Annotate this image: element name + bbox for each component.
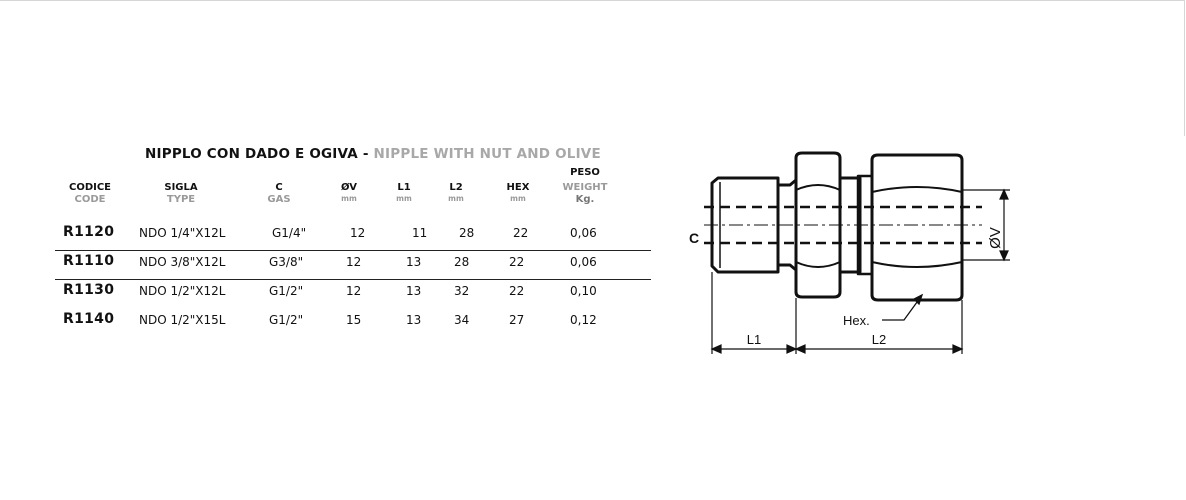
cell-c: G1/4": [272, 226, 307, 240]
nut-hex: [870, 153, 964, 302]
label-l1: L1: [747, 332, 761, 347]
cell-l2: 28: [459, 226, 475, 240]
cell-l2: 32: [454, 284, 470, 298]
cell-c: G1/2": [269, 284, 304, 298]
cell-ov: 15: [346, 313, 362, 327]
table-row: R1110 NDO 3/8"X12L G3/8" 12 13 28 22 0,0…: [55, 251, 651, 280]
row-divider: [55, 279, 651, 280]
cell-hex: 22: [513, 226, 529, 240]
table-row: R1130 NDO 1/2"X12L G1/2" 12 13 32 22 0,1…: [55, 280, 651, 309]
cell-weight: 0,12: [570, 313, 597, 327]
cell-code: R1140: [63, 311, 115, 327]
cell-type: NDO 3/8"X12L: [139, 255, 226, 269]
cell-code: R1120: [63, 224, 115, 240]
label-c: C: [689, 230, 699, 246]
nipple-body: [710, 176, 780, 274]
cell-weight: 0,06: [570, 226, 597, 240]
title-italian: NIPPLO CON DADO E OGIVA: [145, 146, 358, 162]
cell-hex: 22: [509, 255, 525, 269]
cell-type: NDO 1/2"X15L: [139, 313, 226, 327]
label-l2: L2: [872, 332, 886, 347]
cell-l1: 13: [406, 313, 422, 327]
cell-l2: 28: [454, 255, 470, 269]
cell-ov: 12: [346, 255, 362, 269]
cell-hex: 22: [509, 284, 525, 298]
title-english: NIPPLE WITH NUT AND OLIVE: [373, 146, 601, 162]
title-separator: -: [357, 146, 374, 162]
cell-code: R1110: [63, 253, 115, 269]
label-ov: ØV: [987, 227, 1004, 249]
cell-l1: 11: [412, 226, 428, 240]
table-row: R1120 NDO 1/4"X12L G1/4" 12 11 28 22 0,0…: [55, 222, 651, 251]
cell-weight: 0,10: [570, 284, 597, 298]
cell-ov: 12: [346, 284, 362, 298]
cell-type: NDO 1/4"X12L: [139, 226, 226, 240]
cell-l2: 34: [454, 313, 470, 327]
cell-c: G1/2": [269, 313, 304, 327]
cell-type: NDO 1/2"X12L: [139, 284, 226, 298]
row-divider: [55, 250, 651, 251]
header-weight: PESO WEIGHT Kg.: [562, 167, 608, 205]
cell-hex: 27: [509, 313, 525, 327]
top-frame: [0, 0, 1185, 136]
cell-code: R1130: [63, 282, 115, 298]
body-hex: [794, 151, 842, 299]
page-title: NIPPLO CON DADO E OGIVA - NIPPLE WITH NU…: [145, 146, 601, 162]
cell-l1: 13: [406, 284, 422, 298]
table-row: R1140 NDO 1/2"X15L G1/2" 15 13 34 27 0,1…: [55, 309, 651, 338]
cell-ov: 12: [350, 226, 366, 240]
cell-weight: 0,06: [570, 255, 597, 269]
cell-c: G3/8": [269, 255, 304, 269]
label-hex: Hex.: [843, 313, 870, 328]
cell-l1: 13: [406, 255, 422, 269]
